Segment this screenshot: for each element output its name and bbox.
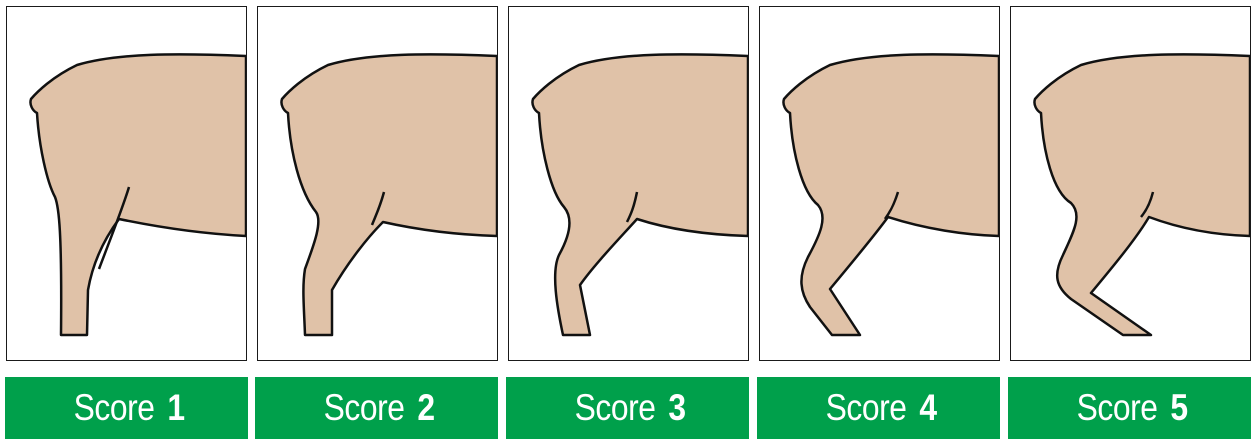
score-1-label: Score 1 [5,377,248,439]
score-1-word: Score [74,387,155,429]
score-1-panel [6,6,247,361]
hind-leg-illustration-score-3 [509,7,748,360]
score-3-label: Score 3 [506,377,749,439]
score-5-number: 5 [1170,387,1187,429]
score-5-panel [1010,6,1251,361]
score-2-word: Score [324,387,405,429]
score-4-label: Score 4 [757,377,1000,439]
hind-leg-illustration-score-2 [258,7,497,360]
score-2-number: 2 [417,387,434,429]
score-3-panel [508,6,749,361]
score-1-number: 1 [167,387,184,429]
score-3-number: 3 [668,387,685,429]
hind-leg-illustration-score-1 [7,7,246,360]
body-shape [281,54,497,335]
score-4-word: Score [826,387,907,429]
score-3-word: Score [575,387,656,429]
body-shape [783,54,999,335]
body-shape [1034,54,1250,335]
body-shape [30,54,246,335]
hind-leg-illustration-score-5 [1011,7,1250,360]
body-shape [532,54,748,335]
score-2-panel [257,6,498,361]
hind-leg-illustration-score-4 [760,7,999,360]
score-2-label: Score 2 [255,377,498,439]
score-5-word: Score [1077,387,1158,429]
score-4-number: 4 [919,387,936,429]
score-5-label: Score 5 [1008,377,1251,439]
score-4-panel [759,6,1000,361]
